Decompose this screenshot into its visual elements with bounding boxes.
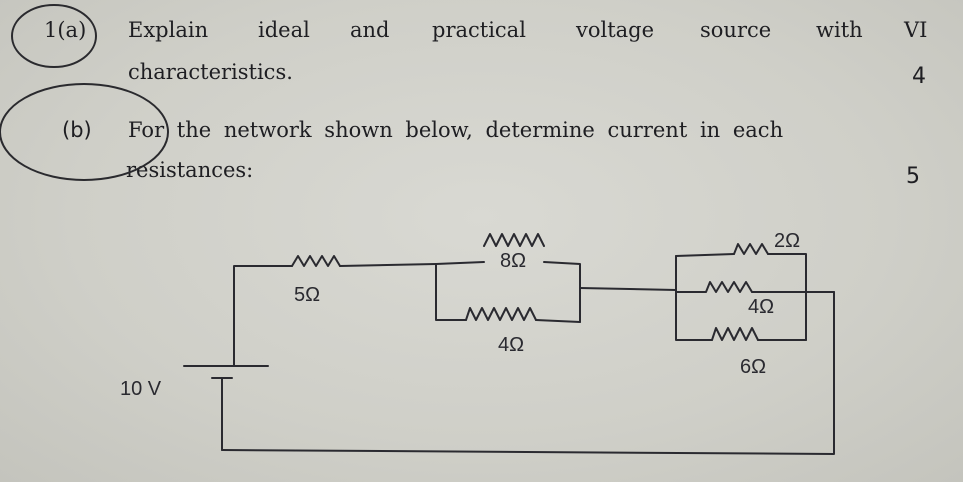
wire-parallel2-right bbox=[767, 253, 807, 341]
wire-parallel1-left bbox=[435, 263, 467, 321]
label-2-ohm: 2Ω bbox=[774, 230, 801, 252]
annotation-circle-1a bbox=[11, 4, 97, 68]
wire-bottom bbox=[221, 291, 835, 455]
wire-parallel1-top bbox=[435, 261, 485, 265]
q1a-word-practical: practical bbox=[432, 18, 526, 42]
source-voltage-label: 10 V bbox=[120, 378, 162, 400]
q1a-word-ideal: ideal bbox=[258, 18, 310, 42]
resistor-6-ohm bbox=[711, 327, 759, 341]
label-6-ohm: 6Ω bbox=[740, 356, 767, 378]
q1a-marks: 4 bbox=[912, 64, 926, 89]
q1b-line2: resistances: bbox=[126, 158, 254, 182]
wire-parallel1-bottom bbox=[535, 319, 581, 323]
wire-left bbox=[233, 265, 293, 367]
q1a-line2: characteristics. bbox=[128, 60, 293, 84]
q1b-marks: 5 bbox=[906, 164, 920, 189]
wire-parallel2-top bbox=[675, 253, 735, 257]
question-number-1a: 1(a) bbox=[44, 18, 87, 42]
q1a-word-source: source bbox=[700, 18, 772, 42]
label-8-ohm: 8Ω bbox=[500, 250, 527, 272]
wire-middle bbox=[579, 287, 677, 291]
resistor-8-ohm bbox=[483, 233, 545, 247]
q1a-word-explain: Explain bbox=[128, 18, 209, 42]
battery-plate-short bbox=[211, 377, 233, 451]
q1a-word-with: with bbox=[816, 18, 863, 42]
label-4-ohm-b: 4Ω bbox=[748, 296, 775, 318]
q1a-word-and: and bbox=[350, 18, 390, 42]
q1a-word-vi: VI bbox=[904, 18, 928, 42]
label-5-ohm: 5Ω bbox=[294, 284, 321, 306]
annotation-circle-1b bbox=[0, 83, 169, 181]
resistor-4-ohm-b bbox=[675, 281, 753, 293]
resistor-5-ohm bbox=[291, 255, 341, 267]
wire-parallel2-left bbox=[675, 255, 713, 341]
resistor-2-ohm bbox=[733, 243, 769, 255]
q1b-line1: For the network shown below, determine c… bbox=[128, 118, 784, 142]
question-number-1b: (b) bbox=[62, 118, 92, 142]
wire-to-parallel bbox=[339, 263, 437, 267]
wire-parallel1-right bbox=[543, 261, 581, 323]
resistor-4-ohm-a bbox=[465, 307, 537, 321]
label-4-ohm-a: 4Ω bbox=[498, 334, 525, 356]
q1a-word-voltage: voltage bbox=[576, 18, 655, 42]
